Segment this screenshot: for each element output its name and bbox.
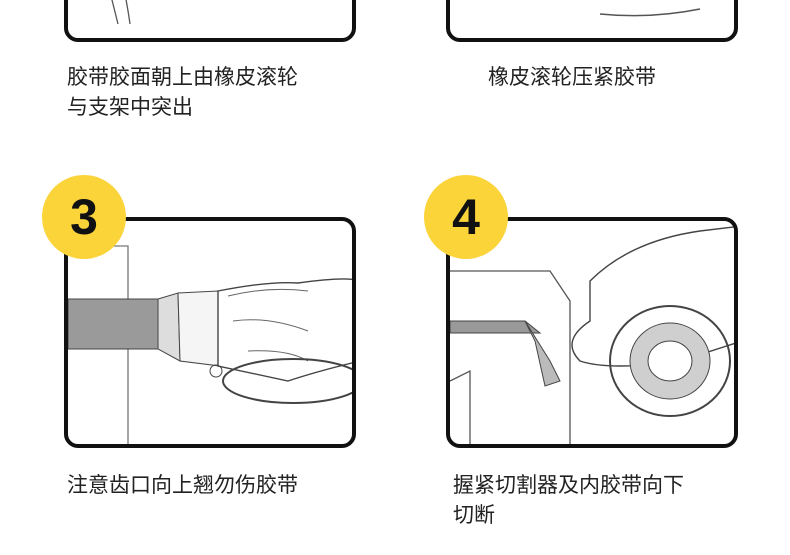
caption-line: 与支架中突出 bbox=[67, 95, 193, 119]
step-1-caption: 胶带胶面朝上由橡皮滚轮 与支架中突出 bbox=[67, 62, 298, 122]
step-2-illustration bbox=[446, 0, 738, 42]
cutting-tape-sketch-icon bbox=[68, 245, 352, 444]
step-number: 4 bbox=[452, 189, 480, 245]
step-2-caption: 橡皮滚轮压紧胶带 bbox=[488, 62, 656, 92]
step-3-caption: 注意齿口向上翘勿伤胶带 bbox=[67, 470, 298, 500]
hand-sketch-icon bbox=[111, 0, 131, 25]
pressing-cutter-sketch-icon bbox=[450, 226, 734, 444]
caption-line: 胶带胶面朝上由橡皮滚轮 bbox=[67, 65, 298, 89]
step-3-badge: 3 bbox=[42, 175, 126, 259]
step-1-illustration bbox=[64, 0, 356, 42]
step-3-illustration bbox=[64, 217, 356, 448]
step-number: 3 bbox=[70, 189, 98, 245]
step-4-illustration bbox=[446, 217, 738, 448]
caption-line: 切断 bbox=[453, 503, 495, 527]
step-4-caption: 握紧切割器及内胶带向下 切断 bbox=[453, 470, 684, 530]
dispenser-sketch-icon bbox=[599, 8, 701, 17]
caption-line: 注意齿口向上翘勿伤胶带 bbox=[67, 473, 298, 497]
step-4-badge: 4 bbox=[424, 175, 508, 259]
caption-line: 握紧切割器及内胶带向下 bbox=[453, 473, 684, 497]
caption-line: 橡皮滚轮压紧胶带 bbox=[488, 65, 656, 89]
